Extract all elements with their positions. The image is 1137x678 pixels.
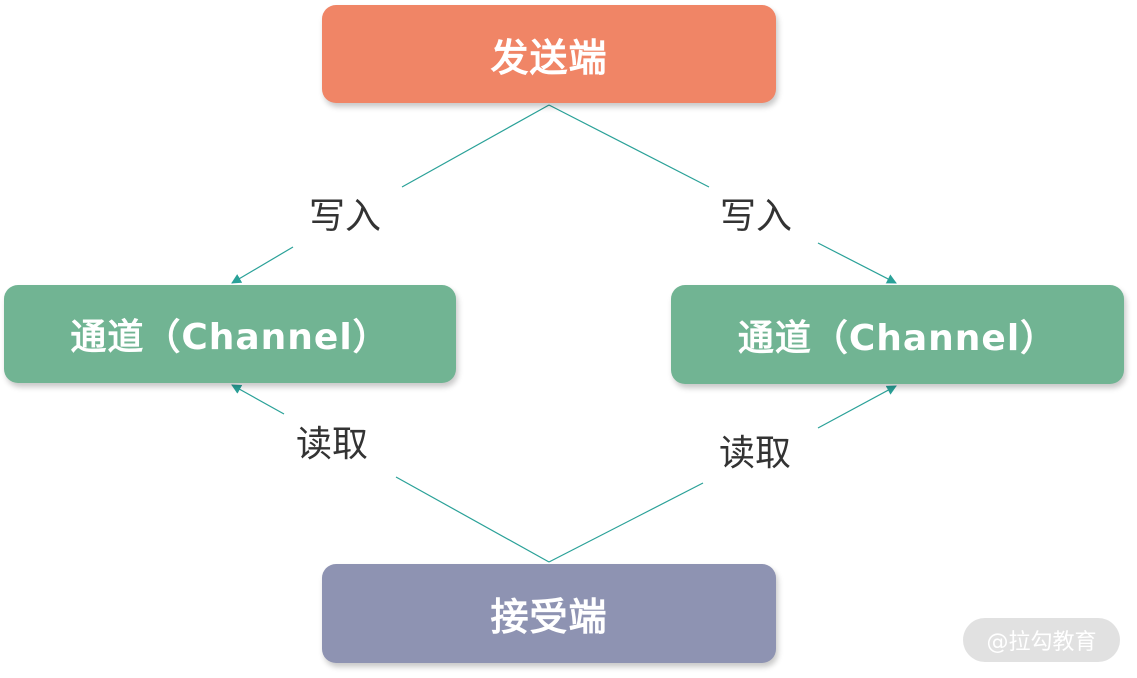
edge-sender-to-left-channel-upper [401,104,550,188]
edge-label-write-left: 写入 [309,196,382,237]
edge-sender-to-left-channel-lower [231,246,294,284]
channel-node-left-label: 通道（Channel） [70,317,390,358]
edge-label-read-left: 读取 [296,424,369,465]
receiver-node: 接受端 [322,564,776,663]
sender-node-label: 发送端 [490,35,608,80]
edge-sender-to-right-channel-upper [548,104,710,188]
edge-receiver-from-left-channel-upper [231,384,285,415]
channel-node-right: 通道（Channel） [671,285,1124,384]
receiver-node-label: 接受端 [490,595,608,639]
edge-label-write-right: 写入 [720,196,793,237]
channel-node-left: 通道（Channel） [4,285,456,383]
sender-node: 发送端 [322,5,776,103]
edge-receiver-from-left-channel-lower [395,476,550,563]
watermark-badge: @拉勾教育 [963,618,1120,662]
edge-label-read-right: 读取 [719,433,792,474]
edge-receiver-from-right-channel-upper [817,385,897,429]
edge-receiver-from-right-channel-lower [548,482,704,563]
channel-node-right-label: 通道（Channel） [737,317,1058,359]
watermark-text: @拉勾教育 [986,630,1097,655]
edge-sender-to-right-channel-lower [817,242,897,284]
